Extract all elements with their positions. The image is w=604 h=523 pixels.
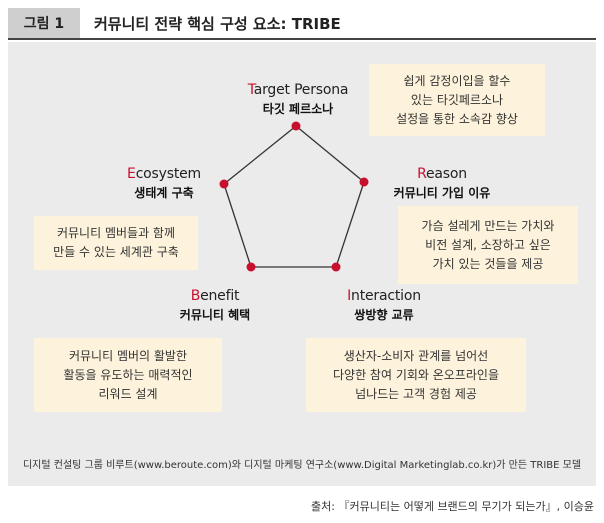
desc-box-target: 쉽게 감정이입을 할수 있는 타깃페르소나 설정을 통한 소속감 향상 (369, 64, 545, 136)
figure-tag: 그림 1 (8, 8, 80, 38)
label-target: Target Persona 타깃 페르소나 (236, 82, 360, 117)
label-reason: Reason 커뮤니티 가입 이유 (380, 166, 504, 201)
english-reason: eason (425, 166, 467, 182)
edge-benefit-ecosystem (223, 183, 252, 268)
english-ecosystem: cosystem (135, 166, 201, 182)
initial-ecosystem: E (127, 166, 136, 182)
figure-header: 그림 1 커뮤니티 전략 핵심 구성 요소: TRIBE (8, 8, 596, 40)
korean-ecosystem: 생태계 구축 (134, 186, 194, 200)
english-target: arget Persona (253, 82, 349, 98)
figure-title: 커뮤니티 전략 핵심 구성 요소: TRIBE (94, 14, 341, 33)
edge-reason-interaction (335, 181, 365, 268)
pentagon-nodes (219, 121, 369, 272)
english-interaction: nteraction (351, 288, 421, 304)
desc-box-benefit: 커뮤니티 멤버의 활발한 활동을 유도하는 매력적인 리워드 설계 (34, 338, 222, 412)
node-reason (359, 177, 369, 187)
model-credit: 디지털 컨설팅 그룹 비루트(www.beroute.com)와 디지털 마케팅… (22, 460, 582, 471)
node-benefit (246, 262, 256, 272)
node-target (291, 121, 301, 131)
initial-benefit: B (190, 288, 201, 304)
source-citation: 출처: 『커뮤니티는 어떻게 브랜드의 무기가 되는가』, 이승윤 (311, 500, 594, 513)
label-ecosystem: Ecosystem 생태계 구축 (112, 166, 216, 201)
desc-box-reason: 가슴 설레게 만드는 가치와 비전 설계, 소장하고 싶은 가치 있는 것들을 … (398, 206, 578, 284)
node-interaction (331, 262, 341, 272)
korean-reason: 커뮤니티 가입 이유 (393, 186, 491, 200)
korean-benefit: 커뮤니티 혜택 (179, 308, 251, 322)
desc-box-interaction: 생산자-소비자 관계를 넘어선 다양한 참여 기회와 온오프라인을 넘나드는 고… (306, 338, 526, 412)
edge-target-reason (295, 125, 365, 183)
korean-target: 타깃 페르소나 (262, 102, 334, 116)
node-ecosystem (219, 179, 229, 189)
initial-target: T (247, 82, 254, 98)
edge-ecosystem-target (223, 125, 297, 185)
korean-interaction: 쌍방향 교류 (354, 308, 414, 322)
label-benefit: Benefit 커뮤니티 혜택 (160, 288, 270, 323)
initial-interaction: I (347, 288, 352, 304)
label-interaction: Interaction 쌍방향 교류 (326, 288, 442, 323)
initial-reason: R (417, 166, 426, 182)
english-benefit: enefit (200, 288, 240, 304)
desc-box-ecosystem: 커뮤니티 멤버들과 함께 만들 수 있는 세계관 구축 (34, 216, 198, 270)
pentagon-edges (223, 125, 365, 268)
